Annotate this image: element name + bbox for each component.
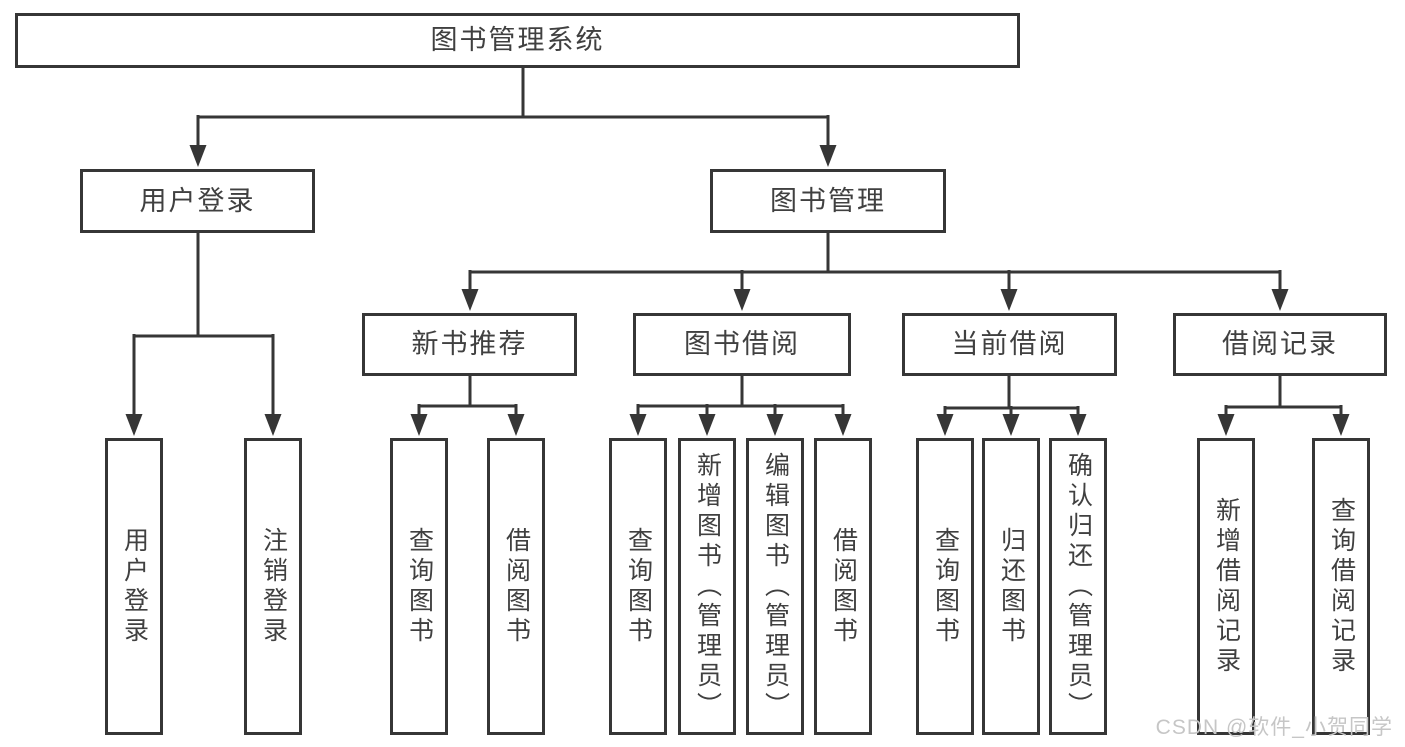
node-root: 图书管理系统 — [15, 13, 1020, 68]
leaf-records-add-record: 新增借阅记录 — [1197, 438, 1255, 735]
leaf-borrow-borrow-books: 借阅图书 — [814, 438, 872, 735]
csdn-watermark: CSDN @软件_小贺同学 — [1155, 716, 1393, 739]
node-user-login: 用户登录 — [80, 169, 315, 233]
node-borrowing-records: 借阅记录 — [1173, 313, 1387, 376]
leaf-logout: 注销登录 — [244, 438, 302, 735]
node-book-management: 图书管理 — [710, 169, 946, 233]
leaf-newbook-query-books: 查询图书 — [390, 438, 448, 735]
node-new-book-recommend: 新书推荐 — [362, 313, 577, 376]
node-current-borrowing: 当前借阅 — [902, 313, 1117, 376]
arrowheads — [125, 145, 1350, 436]
leaf-borrow-query-books: 查询图书 — [609, 438, 667, 735]
leaf-borrow-add-books-admin: 新增图书（管理员） — [678, 438, 736, 735]
leaf-current-confirm-return-admin: 确认归还（管理员） — [1049, 438, 1107, 735]
leaf-current-return-books: 归还图书 — [982, 438, 1040, 735]
leaf-current-query-books: 查询图书 — [916, 438, 974, 735]
leaf-borrow-edit-books-admin: 编辑图书（管理员） — [746, 438, 804, 735]
leaf-newbook-borrow-books: 借阅图书 — [487, 438, 545, 735]
leaf-records-query-record: 查询借阅记录 — [1312, 438, 1370, 735]
node-book-borrowing: 图书借阅 — [633, 313, 851, 376]
leaf-user-login: 用户登录 — [105, 438, 163, 735]
